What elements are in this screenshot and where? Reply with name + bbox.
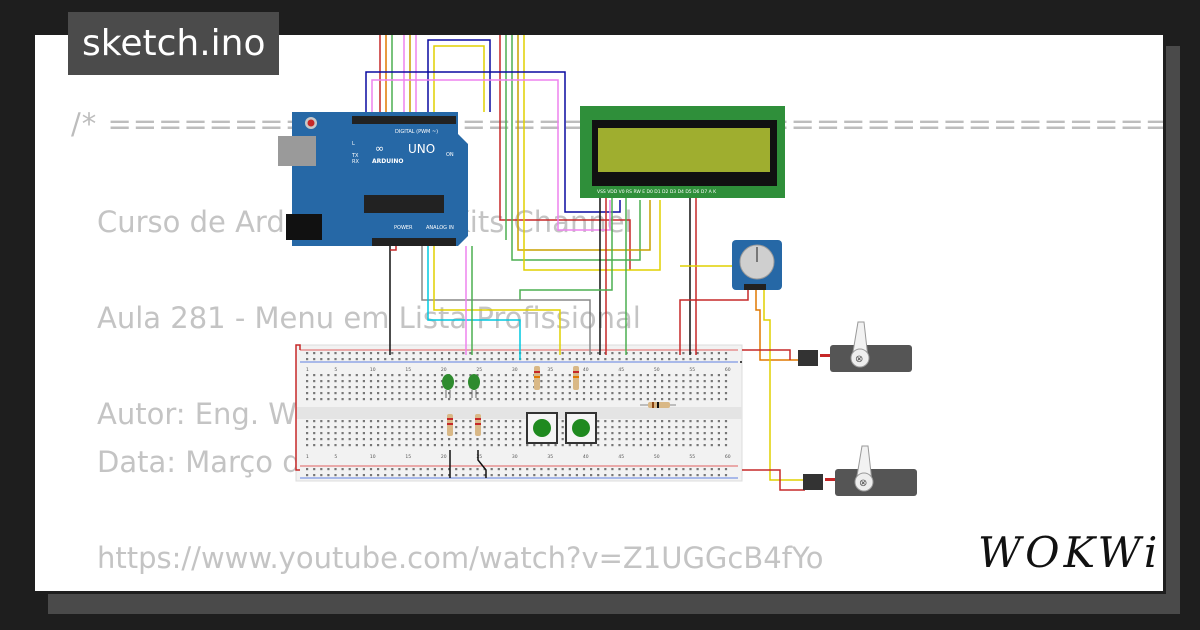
resistor-4[interactable] [573,366,579,390]
resistor-5[interactable] [640,402,676,408]
breadboard-column-label: 15 [405,367,411,373]
digital-label: DIGITAL (PWM ~) [395,129,438,135]
breadboard-column-label: 35 [547,454,553,460]
atmega-chip [364,195,444,213]
usb-port [278,136,316,166]
resistor-2[interactable] [475,414,481,436]
breadboard-column-label: 35 [547,367,553,373]
breadboard-column-label: 30 [512,367,518,373]
breadboard-column-label: 50 [654,454,660,460]
analog-header [372,238,456,246]
pushbutton-1[interactable] [526,412,558,444]
wokwi-logo: WOKWi [978,528,1162,577]
arduino-uno[interactable]: DIGITAL (PWM ~) UNO ARDUINO ∞ ON TX RX L… [278,112,468,246]
led-2[interactable] [468,374,480,398]
breadboard-column-label: 10 [370,454,376,460]
servo-horn-icon: ⊗ [859,478,867,489]
resistor-1[interactable] [447,414,453,436]
breadboard-column-label: 30 [512,454,518,460]
breadboard-column-label: 50 [654,367,660,373]
servo-1[interactable]: ⊗ [798,321,912,372]
breadboard-column-label: 1 [306,454,309,460]
breadboard-column-label: 20 [441,454,447,460]
breadboard-column-label: 55 [689,454,695,460]
breadboard-column-label: 20 [441,367,447,373]
lcd-screen [598,128,770,172]
breadboard-column-label: 40 [583,367,589,373]
breadboard-column-label: 25 [476,367,482,373]
lcd-16x2[interactable]: VSS VDD V0 RS RW E D0 D1 D2 D3 D4 D5 D6 … [580,106,785,198]
breadboard-column-label: 10 [370,367,376,373]
brand-label: ARDUINO [372,158,403,165]
breadboard-column-label: 45 [618,454,624,460]
led-1[interactable] [442,374,454,398]
sketch-title-tag: sketch.ino [68,12,280,75]
breadboard-column-label: 15 [405,454,411,460]
code-line-4: Data: Março d [97,445,301,479]
code-line-2: Aula 281 - Menu em Lista Profissional [97,301,641,335]
breadboard[interactable]: 1155101015152020252530303535404045455050… [295,344,743,482]
breadboard-column-label: 5 [334,454,337,460]
servo-horn-icon: ⊗ [855,354,863,365]
breadboard-column-label: 25 [476,454,482,460]
resistor-3[interactable] [534,366,540,390]
breadboard-column-label: 60 [725,367,731,373]
potentiometer[interactable] [732,240,782,290]
tx-label: TX [351,153,359,159]
breadboard-column-label: 45 [618,367,624,373]
wires [295,35,805,491]
servo-2[interactable]: ⊗ [803,445,917,496]
rx-label: RX [352,159,359,165]
breadboard-column-label: 55 [689,367,695,373]
pushbutton-2[interactable] [565,412,597,444]
power-label: POWER [394,225,413,231]
lcd-pin-labels: VSS VDD V0 RS RW E D0 D1 D2 D3 D4 D5 D6 … [597,189,717,195]
pot-pins [744,284,766,290]
arduino-infinity-icon: ∞ [375,142,384,155]
digital-header [352,116,456,124]
breadboard-column-label: 40 [583,454,589,460]
l-label: L [352,141,355,147]
breadboard-column-labels: 1155101015152020252530303535404045455050… [306,367,731,460]
breadboard-holes [306,352,728,477]
breadboard-column-label: 5 [334,367,337,373]
on-label: ON [446,152,454,158]
power-jack [286,214,322,240]
breadboard-column-label: 1 [306,367,309,373]
board-label: UNO [408,142,435,156]
code-line-5: https://www.youtube.com/watch?v=Z1UGGcB4… [97,541,824,575]
breadboard-column-label: 60 [725,454,731,460]
code-line-3: Autor: Eng. W [97,397,297,431]
analog-label: ANALOG IN [426,225,454,231]
